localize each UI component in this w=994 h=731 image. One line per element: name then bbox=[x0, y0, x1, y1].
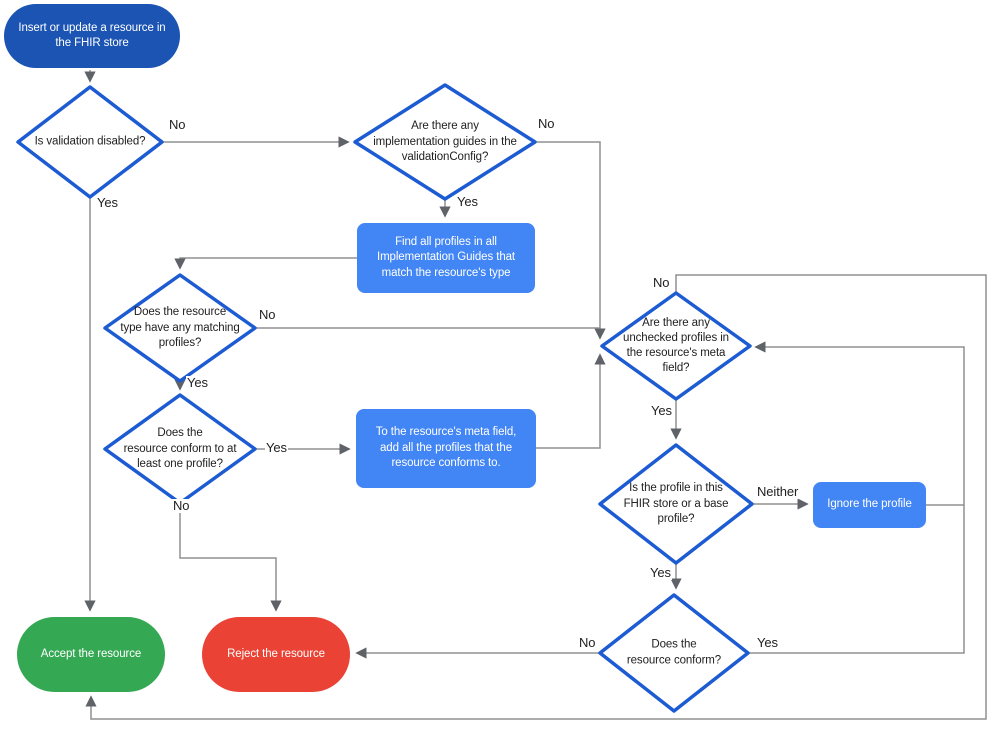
process-find-profiles: Find all profiles in all Implementation … bbox=[357, 223, 535, 293]
edge-label-validation-yes: Yes bbox=[96, 195, 119, 210]
connector-addprofiles-to-unchecked bbox=[536, 353, 606, 449]
decision-validation-disabled-label: Is validation disabled? bbox=[34, 135, 146, 148]
edge-label-guides-no: No bbox=[537, 116, 556, 131]
connector-conform2-yes-loop bbox=[748, 505, 965, 654]
edge-label-validation-no: No bbox=[168, 117, 187, 132]
edge-label-matching-no: No bbox=[258, 307, 277, 322]
edge-label-unchecked-yes: Yes bbox=[650, 403, 673, 418]
reject-node: Reject the resource bbox=[202, 617, 350, 692]
decision-profile-in-store bbox=[598, 443, 754, 565]
connector-ignore-loop bbox=[754, 341, 965, 506]
connector-conform-no-to-reject bbox=[179, 503, 282, 612]
decision-unchecked-profiles bbox=[600, 291, 752, 401]
edge-label-matching-yes: Yes bbox=[186, 375, 209, 390]
start-node-text: the FHIR store bbox=[55, 37, 129, 49]
decision-profile-in-store-label: Is the profile in this FHIR store or a b… bbox=[623, 481, 729, 525]
edge-label-profile-neither: Neither bbox=[756, 484, 800, 499]
edge-label-resource-conform-yes: Yes bbox=[756, 635, 779, 650]
connector-findprofiles-to-matching bbox=[174, 257, 357, 270]
connector-unchecked-no-to-accept bbox=[85, 274, 987, 720]
accept-node: Accept the resource bbox=[17, 617, 165, 692]
edge-label-guides-yes: Yes bbox=[456, 194, 479, 209]
decision-resource-conform-label: Does the resource conform? bbox=[626, 638, 722, 667]
decision-resource-conform bbox=[598, 593, 750, 713]
process-add-profiles: To the resource's meta field, add all th… bbox=[356, 409, 536, 488]
edge-label-conform-one-no: No bbox=[172, 498, 191, 513]
decision-implementation-guides-label: Are there any implementation guides in t… bbox=[373, 119, 517, 163]
decision-implementation-guides bbox=[353, 83, 537, 201]
decision-unchecked-profiles-label: Are there any unchecked profiles in the … bbox=[623, 317, 729, 374]
process-ignore-profile: Ignore the profile bbox=[813, 482, 926, 528]
edge-label-resource-conform-no: No bbox=[578, 635, 597, 650]
start-node: Insert or update a resource in the FHIR … bbox=[4, 4, 180, 68]
connector-guides-no bbox=[535, 141, 606, 340]
decision-validation-disabled bbox=[16, 85, 164, 199]
edge-label-unchecked-no: No bbox=[652, 275, 671, 290]
decision-matching-profiles-label: Does the resource type have any matching… bbox=[120, 305, 240, 349]
decision-matching-profiles bbox=[103, 273, 257, 383]
decision-conform-one-label: Does the resource conform to at least on… bbox=[123, 426, 237, 470]
edge-label-conform-one-yes: Yes bbox=[265, 440, 288, 455]
edge-label-profile-yes: Yes bbox=[649, 565, 672, 580]
start-node-text: Insert or update a resource in bbox=[18, 21, 166, 34]
